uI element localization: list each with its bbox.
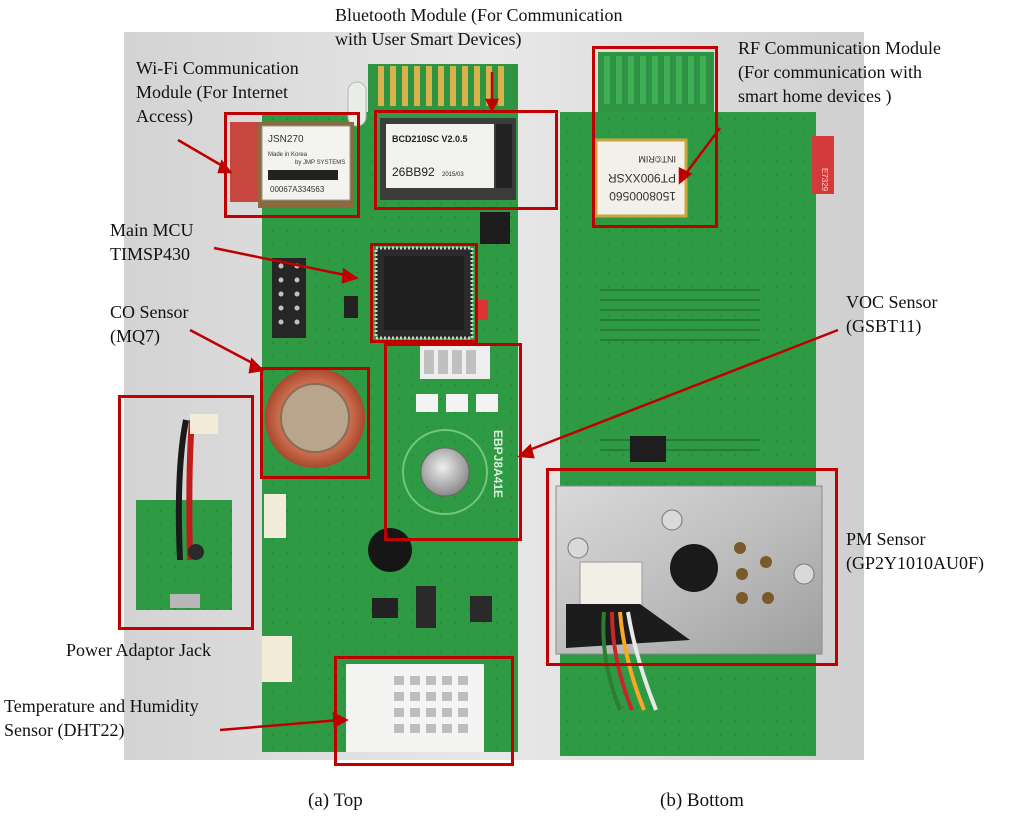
co-sensor-box xyxy=(260,367,370,479)
pm-sensor-label: PM Sensor (GP2Y1010AU0F) xyxy=(846,529,985,573)
svg-text:JSN270: JSN270 xyxy=(268,134,304,145)
bluetooth-module-box xyxy=(374,110,558,210)
caption-top: (a) Top xyxy=(308,790,363,811)
svg-text:2015/03: 2015/03 xyxy=(442,172,464,178)
dht22-box xyxy=(334,656,514,766)
caption-bottom: (b) Bottom xyxy=(660,790,744,811)
bottom-board: E7329 1508000560 PT900XXSR INT©RIM xyxy=(555,52,834,756)
svg-text:Made in Korea: Made in Korea xyxy=(268,152,308,158)
svg-text:BCD210SC V2.0.5: BCD210SC V2.0.5 xyxy=(392,134,468,144)
svg-text:00067A334563: 00067A334563 xyxy=(270,185,325,194)
annotation-arrows xyxy=(177,72,839,732)
voc-sensor-box xyxy=(384,343,522,541)
svg-text:26BB92: 26BB92 xyxy=(392,165,435,179)
rf-label: RF Communication Module (For communicati… xyxy=(738,38,942,106)
svg-text:E7329: E7329 xyxy=(820,168,829,192)
co-sensor-label: CO Sensor (MQ7) xyxy=(110,302,189,346)
pm-sensor-box xyxy=(546,468,838,666)
dht22-label: Temperature and Humidity Sensor (DHT22) xyxy=(4,696,199,740)
svg-text:by JMP SYSTEMS: by JMP SYSTEMS xyxy=(295,160,345,166)
rf-module-box xyxy=(592,46,718,228)
top-board: JSN270 Made in Korea by JMP SYSTEMS 0006… xyxy=(230,64,518,752)
wifi-module-box xyxy=(224,112,360,218)
svg-text:PT900XXSR: PT900XXSR xyxy=(608,171,676,185)
svg-text:EBPJ8A41E: EBPJ8A41E xyxy=(491,430,505,498)
wifi-label: Wi-Fi Communication Module (For Internet… xyxy=(136,58,299,126)
svg-text:INT©RIM: INT©RIM xyxy=(638,154,676,164)
power-jack-label: Power Adaptor Jack xyxy=(66,640,211,660)
mcu-label: Main MCU TIMSP430 xyxy=(110,220,194,264)
power-adaptor-board xyxy=(136,414,232,610)
bluetooth-label: Bluetooth Module (For Communication with… xyxy=(335,5,623,49)
mcu-box xyxy=(370,243,478,343)
voc-sensor-label: VOC Sensor (GSBT11) xyxy=(846,292,938,336)
svg-text:1508000560: 1508000560 xyxy=(609,189,676,203)
power-jack-box xyxy=(118,395,254,630)
